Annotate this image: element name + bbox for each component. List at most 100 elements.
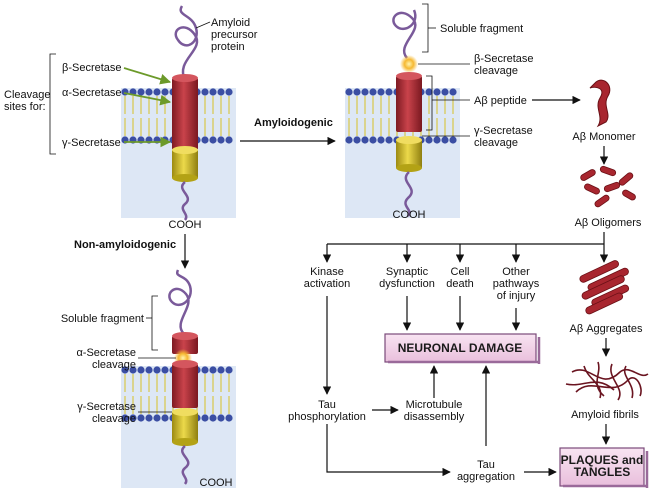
amyloidogenic-label: Amyloidogenic — [254, 117, 333, 129]
lipid-head — [209, 136, 217, 144]
text-line: sites for: — [4, 101, 46, 113]
text-line: cleavage — [474, 65, 518, 77]
lipid-head — [201, 136, 209, 144]
amyloidogenic-protein — [392, 9, 422, 217]
text-line: activation — [304, 278, 350, 290]
lipid-head — [433, 136, 441, 144]
beta-secretase-label: β-Secretase — [62, 62, 122, 74]
lipid-head — [449, 136, 457, 144]
lipid-head — [145, 88, 153, 96]
lipid-head — [137, 414, 145, 422]
text-line: Tau — [318, 399, 336, 411]
text-line: TANGLES — [574, 465, 630, 479]
text-line: Synaptic — [386, 266, 429, 278]
lipid-head — [361, 136, 369, 144]
lipid-head — [129, 366, 137, 374]
abeta-aggregates-shape — [579, 260, 630, 315]
text-line: Kinase — [310, 266, 344, 278]
neuronal-damage-label: NEURONAL DAMAGE — [398, 341, 522, 355]
text-line: of injury — [497, 290, 536, 302]
lipid-head — [201, 366, 209, 374]
lipid-head — [209, 366, 217, 374]
lipid-head — [217, 88, 225, 96]
lipid-head — [137, 88, 145, 96]
abeta-aggregates-label: Aβ Aggregates — [570, 323, 643, 335]
abeta-monomer-label: Aβ Monomer — [572, 131, 636, 143]
soluble-fragment-label-2: Soluble fragment — [61, 313, 144, 325]
lipid-head — [425, 88, 433, 96]
soluble-fragment-label-1: Soluble fragment — [440, 23, 523, 35]
text-line: γ-Secretase — [77, 401, 136, 413]
lipid-head — [225, 366, 233, 374]
lipid-head — [441, 136, 449, 144]
text-line: Tau — [477, 459, 495, 471]
lipid-head — [369, 136, 377, 144]
lipid-head — [153, 414, 161, 422]
text-line: Microtubule — [406, 399, 463, 411]
text-line: β-Secretase — [474, 53, 534, 65]
lipid-head — [433, 88, 441, 96]
text-line: Other — [502, 266, 530, 278]
text-line: cleavage — [92, 413, 136, 425]
lipid-head — [353, 88, 361, 96]
lipid-head — [369, 88, 377, 96]
lipid-head — [145, 414, 153, 422]
lipid-head — [345, 136, 353, 144]
tau-to-aggregation-arrow — [326, 424, 451, 477]
alpha-site-arrow — [123, 92, 172, 106]
abeta-monomer-shape — [589, 79, 611, 128]
text-line: Cleavage — [4, 89, 50, 101]
lipid-head — [209, 414, 217, 422]
lipid-head — [361, 88, 369, 96]
text-line: PLAQUES and — [561, 453, 644, 467]
text-line: Amyloid — [211, 17, 250, 29]
lipid-head — [225, 136, 233, 144]
lipid-head — [121, 414, 129, 422]
lipid-head — [121, 366, 129, 374]
text-line: protein — [211, 41, 245, 53]
lipid-head — [201, 414, 209, 422]
lipid-head — [385, 136, 393, 144]
cooh-label-2: COOH — [393, 209, 426, 221]
text-line: α-Secretase — [76, 347, 136, 359]
amyloid-fibrils-shape — [565, 361, 649, 401]
lipid-head — [129, 414, 137, 422]
beta-site-arrow — [123, 67, 172, 85]
text-line: phosphorylation — [288, 411, 366, 423]
lipid-head — [353, 136, 361, 144]
text-line: cleavage — [92, 359, 136, 371]
text-line: Cell — [451, 266, 470, 278]
lipid-head — [161, 414, 169, 422]
lipid-head — [377, 136, 385, 144]
text-line: cleavage — [474, 137, 518, 149]
cooh-label-3: COOH — [200, 477, 233, 489]
lipid-head — [145, 366, 153, 374]
gamma-secretase-label: γ-Secretase — [62, 137, 121, 149]
lipid-head — [209, 88, 217, 96]
lipid-head — [449, 88, 457, 96]
lipid-head — [217, 366, 225, 374]
lipid-head — [377, 88, 385, 96]
lipid-head — [153, 88, 161, 96]
text-line: precursor — [211, 29, 258, 41]
lipid-head — [441, 88, 449, 96]
lipid-head — [161, 366, 169, 374]
cooh-label-1: COOH — [169, 219, 202, 231]
alpha-secretase-label: α-Secretase — [62, 87, 122, 99]
non-amyloidogenic-label: Non-amyloidogenic — [74, 239, 176, 251]
amyloid-fibrils-label: Amyloid fibrils — [571, 409, 639, 421]
non-amyloidogenic-protein — [168, 269, 198, 485]
